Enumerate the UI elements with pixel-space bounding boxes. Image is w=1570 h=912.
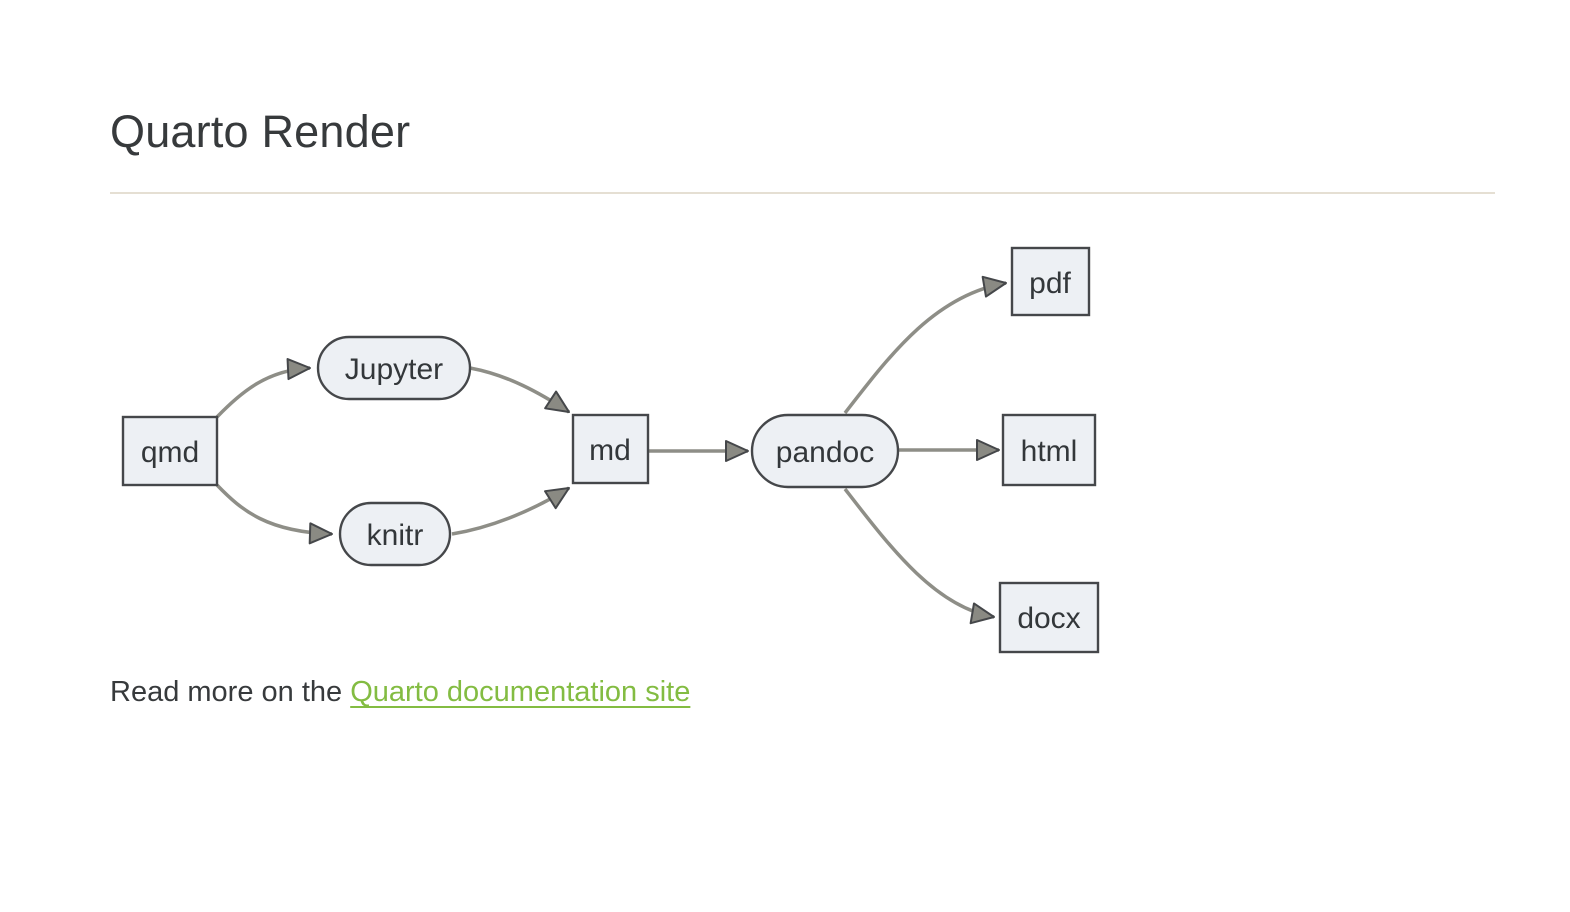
node-md-label: md (589, 434, 631, 467)
page-title: Quarto Render (110, 106, 411, 157)
node-pdf-label: pdf (1029, 267, 1071, 300)
node-pandoc-shape (750, 413, 900, 489)
node-docx-label: docx (1017, 602, 1080, 635)
node-md-shape (571, 413, 650, 485)
node-qmd-shape (121, 415, 219, 487)
quarto-documentation-link[interactable]: Quarto documentation site (350, 676, 691, 708)
edge-layer (215, 275, 1007, 625)
node-html-shape (1001, 413, 1097, 487)
flowchart-diagram: qmd Jupyter knitr md pandoc pdf html (90, 235, 1110, 665)
node-html: html (1001, 413, 1097, 487)
edge-pandoc-to-pdf (843, 275, 1007, 415)
node-html-label: html (1021, 435, 1078, 468)
edge-pandoc-to-docx (843, 487, 995, 625)
node-pandoc: pandoc (750, 413, 900, 489)
node-md: md (571, 413, 650, 485)
read-more-text: Read more on the (110, 676, 351, 708)
node-pdf-shape (1010, 246, 1091, 317)
node-qmd: qmd (121, 415, 219, 487)
flowchart-svg: qmd Jupyter knitr md pandoc pdf html (121, 246, 1100, 654)
read-more-paragraph: Read more on the Quarto documentation si… (110, 676, 690, 709)
edge-qmd-to-knitr (215, 483, 333, 545)
node-docx: docx (998, 581, 1100, 654)
node-knitr-label: knitr (367, 519, 424, 552)
node-knitr: knitr (338, 501, 452, 567)
node-qmd-label: qmd (141, 436, 199, 469)
edge-jupyter-to-md (469, 366, 570, 414)
node-jupyter-label: Jupyter (345, 353, 443, 386)
node-docx-shape (998, 581, 1100, 654)
node-knitr-shape (338, 501, 452, 567)
title-divider (110, 192, 1495, 194)
node-jupyter: Jupyter (316, 335, 472, 401)
node-jupyter-shape (316, 335, 472, 401)
edge-qmd-to-jupyter (215, 358, 311, 419)
node-pandoc-label: pandoc (776, 436, 874, 469)
edge-knitr-to-md (451, 486, 570, 536)
node-pdf: pdf (1010, 246, 1091, 317)
